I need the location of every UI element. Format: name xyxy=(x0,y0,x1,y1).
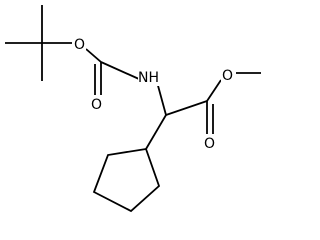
atom-o-ester-carbamate: O xyxy=(74,37,85,53)
bond-o-to-carbamate-c xyxy=(85,48,102,63)
bond-group xyxy=(5,5,261,213)
bond-alpha-to-ester-c xyxy=(165,100,208,116)
atom-o-methoxy: O xyxy=(222,68,233,84)
bond-ester-c-to-omethoxy xyxy=(206,79,222,102)
atom-o-carbonyl-ester: O xyxy=(204,136,215,152)
atom-o-carbonyl-carbamate: O xyxy=(91,97,102,113)
bond-alpha-to-cyclopentyl xyxy=(145,114,167,150)
atom-n-amine: NH xyxy=(138,70,159,86)
molecule-structure: O O NH O O xyxy=(5,5,261,213)
bond-n-to-alpha-c xyxy=(156,81,167,116)
atom-labels: O O NH O O xyxy=(72,35,235,152)
cyclopentane-ring xyxy=(92,147,161,213)
bond-carbamate-c-to-n xyxy=(100,61,140,80)
